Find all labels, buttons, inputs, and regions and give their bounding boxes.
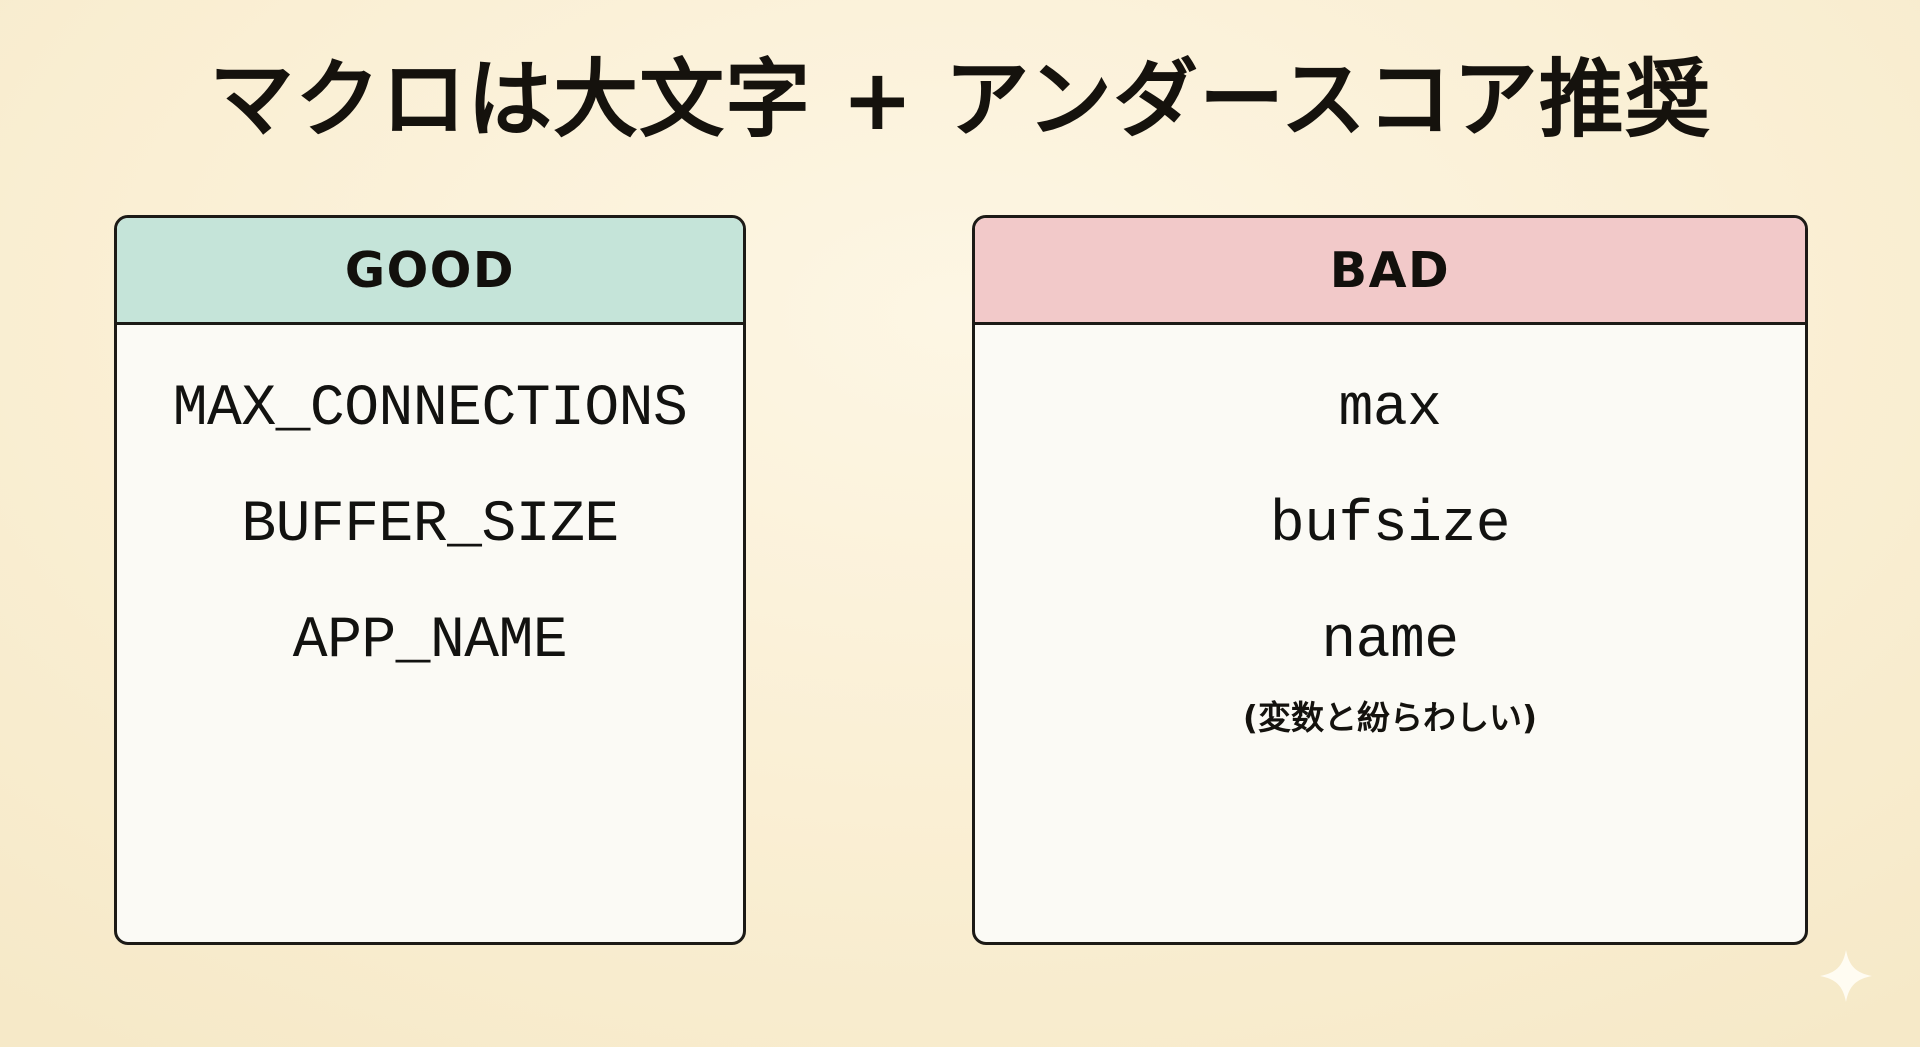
good-card-header-label: GOOD: [344, 241, 516, 299]
bad-card-header-label: BAD: [1329, 241, 1451, 299]
list-item: APP_NAME: [292, 609, 568, 674]
good-card-body: MAX_CONNECTIONS BUFFER_SIZE APP_NAME: [117, 325, 743, 942]
list-item: name: [1321, 609, 1459, 674]
page-title: マクロは大文字 + アンダースコア推奨: [209, 51, 1711, 150]
list-item: MAX_CONNECTIONS: [172, 377, 688, 442]
bad-card-body: max bufsize name (変数と紛らわしい): [975, 325, 1805, 942]
list-item-note: (変数と紛らわしい): [1242, 698, 1538, 737]
bad-examples-card: BAD max bufsize name (変数と紛らわしい): [972, 215, 1808, 945]
list-item: bufsize: [1269, 493, 1511, 558]
list-item: max: [1338, 377, 1442, 442]
good-card-header: GOOD: [117, 218, 743, 325]
list-item: BUFFER_SIZE: [241, 493, 619, 558]
good-examples-card: GOOD MAX_CONNECTIONS BUFFER_SIZE APP_NAM…: [114, 215, 746, 945]
bad-card-header: BAD: [975, 218, 1805, 325]
sparkle-icon: [1820, 950, 1872, 1002]
